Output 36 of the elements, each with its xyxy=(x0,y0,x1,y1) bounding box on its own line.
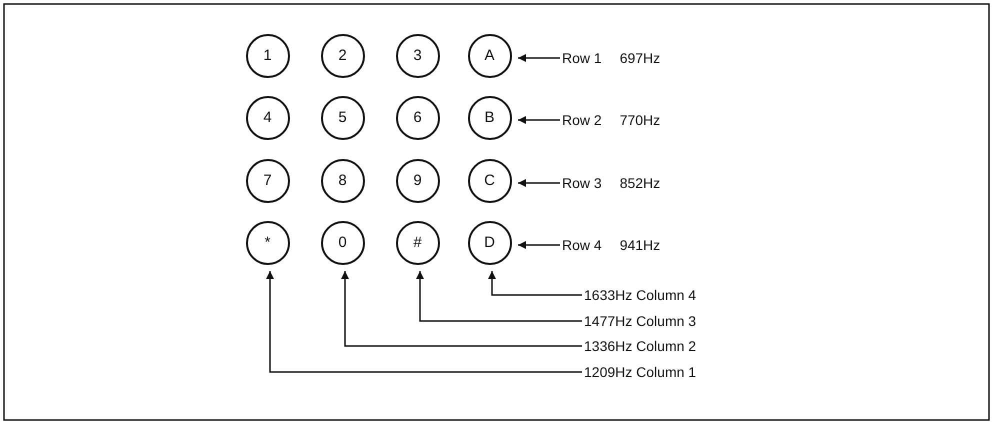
key-circle: 5 xyxy=(320,96,364,140)
key-circle: 0 xyxy=(320,220,364,264)
column-label: 1633Hz Column 4 xyxy=(584,287,696,303)
row-label: Row 4 xyxy=(562,237,602,253)
frequency-label: 941Hz xyxy=(620,237,660,253)
key-circle: 1 xyxy=(246,34,290,78)
key-circle: 3 xyxy=(396,34,440,78)
arrow xyxy=(266,271,582,373)
key-circle: 9 xyxy=(396,158,440,202)
key-circle: A xyxy=(468,34,512,78)
key-circle: 7 xyxy=(246,158,290,202)
frequency-label: 697Hz xyxy=(620,50,660,66)
key-circle: 2 xyxy=(320,34,364,78)
arrow xyxy=(488,271,582,296)
key-circle: 6 xyxy=(396,96,440,140)
key-circle: D xyxy=(468,220,512,264)
key-circle: B xyxy=(468,96,512,140)
key-circle: 8 xyxy=(320,158,364,202)
column-label: 1209Hz Column 1 xyxy=(584,364,696,380)
arrow xyxy=(341,271,582,347)
column-label: 1336Hz Column 2 xyxy=(584,338,696,354)
arrow xyxy=(518,116,560,124)
key-circle: 4 xyxy=(246,96,290,140)
row-label: Row 2 xyxy=(562,112,602,128)
frequency-label: 852Hz xyxy=(620,175,660,191)
key-circle: # xyxy=(396,220,440,264)
key-circle: C xyxy=(468,158,512,202)
arrow xyxy=(518,54,560,62)
arrow xyxy=(416,271,582,322)
frequency-label: 770Hz xyxy=(620,112,660,128)
row-label: Row 3 xyxy=(562,175,602,191)
arrow xyxy=(518,179,560,187)
column-label: 1477Hz Column 3 xyxy=(584,313,696,329)
key-circle: * xyxy=(246,220,290,264)
arrow xyxy=(518,241,560,249)
row-label: Row 1 xyxy=(562,50,602,66)
